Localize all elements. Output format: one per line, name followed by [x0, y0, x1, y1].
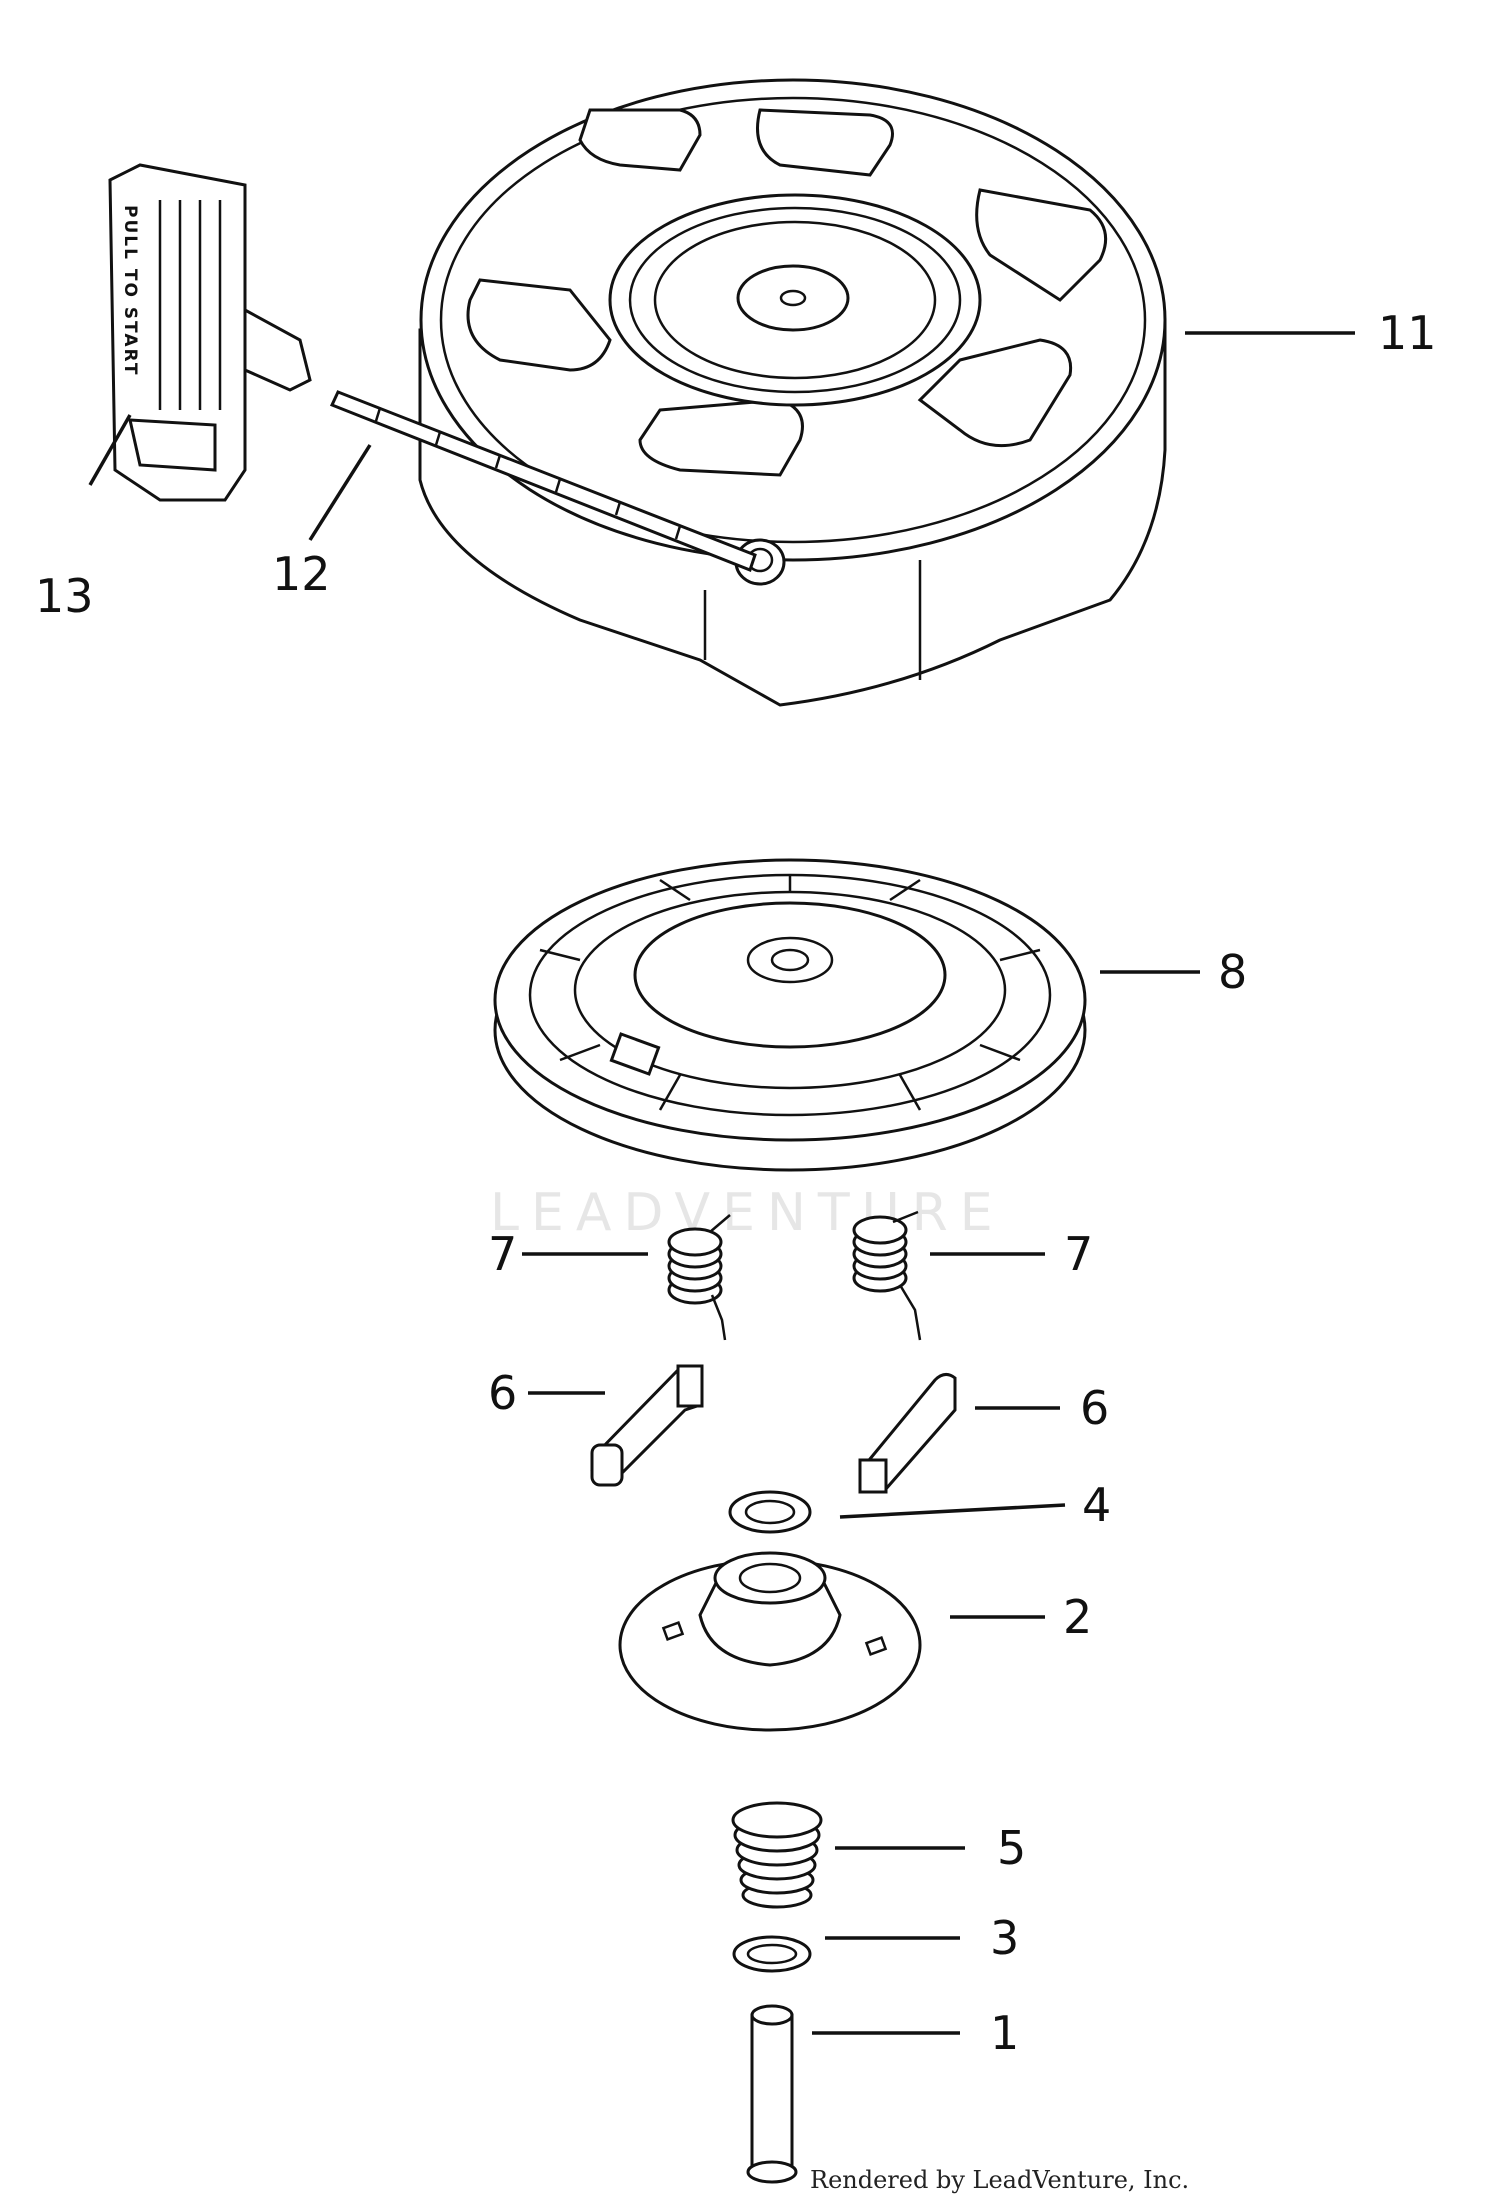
callout-2: 2 [1063, 1590, 1092, 1644]
callout-6-left: 6 [488, 1366, 517, 1420]
callout-8: 8 [1218, 945, 1247, 999]
callout-6-right: 6 [1080, 1381, 1109, 1435]
part-8-pulley [493, 858, 1087, 1172]
credit-text: Rendered by LeadVenture, Inc. [810, 2166, 1189, 2194]
part-7-spring-right [852, 1210, 922, 1341]
part-6-pawl-left [590, 1364, 704, 1487]
callout-7-left: 7 [488, 1227, 517, 1281]
part-4-washer [728, 1490, 812, 1534]
part-13-starter-handle: PULL TO START [108, 163, 312, 502]
part-11-recoil-housing [418, 78, 1167, 707]
callout-13: 13 [35, 569, 94, 623]
callout-12: 12 [272, 547, 331, 601]
part-1-pin [746, 2004, 798, 2184]
callout-1: 1 [990, 2006, 1019, 2060]
leader-lines [88, 331, 1355, 2035]
handle-text: PULL TO START [120, 205, 140, 376]
part-12-starter-rope [329, 390, 757, 572]
callout-11: 11 [1378, 306, 1437, 360]
callout-labels: 11 13 12 8 7 7 6 6 4 2 5 3 1 [35, 306, 1437, 2060]
callout-5: 5 [997, 1821, 1026, 1875]
watermark: LEADVENTURE [490, 1183, 1005, 1243]
part-3-washer [732, 1935, 812, 1973]
part-7-spring-left [667, 1214, 731, 1341]
part-5-spring [731, 1801, 823, 1909]
callout-7-right: 7 [1064, 1227, 1093, 1281]
part-6-pawl-right [858, 1373, 957, 1494]
callout-4: 4 [1082, 1478, 1111, 1532]
part-2-retainer [618, 1551, 922, 1732]
callout-3: 3 [990, 1911, 1019, 1965]
